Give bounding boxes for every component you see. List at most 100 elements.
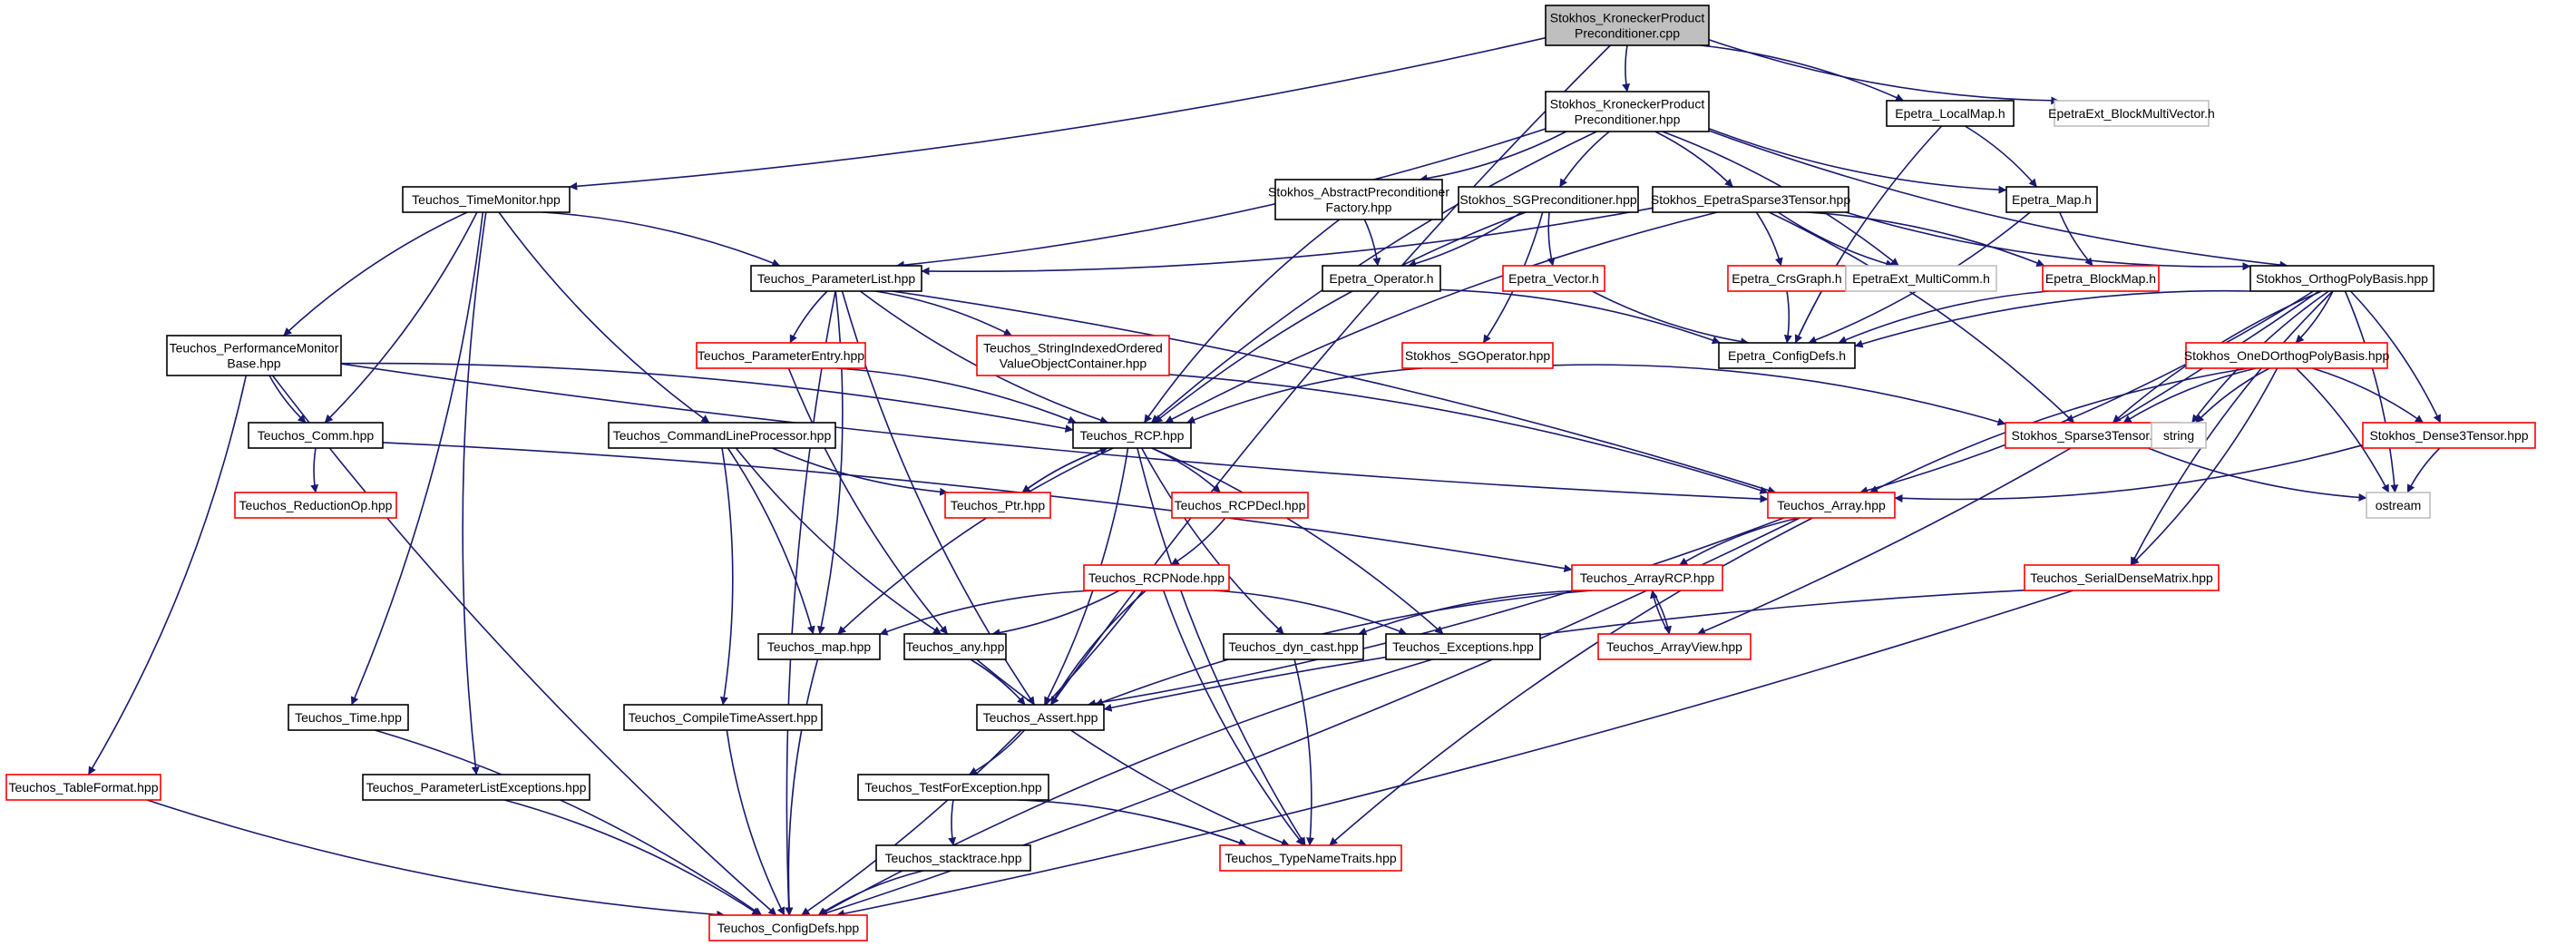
edge-testforexc-to-stacktrace: [948, 799, 957, 846]
node-box: [903, 633, 1007, 660]
edge-sparse3tensor-to-ostream: [2148, 447, 2367, 502]
node-arrayrcp[interactable]: Teuchos_ArrayRCP.hpp: [1571, 564, 1723, 591]
node-label: Epetra_LocalMap.h: [1895, 106, 2005, 121]
edge-tableformat-to-configdefs: [146, 799, 726, 919]
edge-epetra_vector-to-epetra_configdefs: [1591, 290, 1750, 346]
edge-perfmon-to-rcp: [340, 362, 1074, 433]
edge-abstract_factory-to-rcp: [1143, 219, 1341, 424]
edge-paramlist-to-paramentry: [789, 290, 828, 344]
node-dyncast[interactable]: Teuchos_dyn_cast.hpp: [1223, 633, 1364, 660]
node-epetraext_multicomm[interactable]: EpetraExt_MultiComm.h: [1845, 265, 1997, 292]
node-rcp[interactable]: Teuchos_RCP.hpp: [1072, 422, 1192, 449]
edge-epetra_sparse3-to-orthogpoly: [1845, 211, 2251, 271]
node-epetraext_bmv[interactable]: EpetraExt_BlockMultiVector.h: [2048, 100, 2215, 127]
node-label: Teuchos_TestForException.hpp: [864, 780, 1042, 795]
node-epetra_vector[interactable]: Epetra_Vector.h: [1502, 265, 1605, 292]
node-label: Epetra_Operator.h: [1329, 271, 1433, 286]
edge-epetra_crsgraph-to-epetra_configdefs: [1783, 290, 1792, 344]
node-orthogpoly[interactable]: Stokhos_OrthogPolyBasis.hpp: [2249, 265, 2435, 292]
node-any[interactable]: Teuchos_any.hpp: [903, 633, 1007, 660]
node-assert[interactable]: Teuchos_Assert.hpp: [976, 704, 1105, 731]
node-comm[interactable]: Teuchos_Comm.hpp: [248, 422, 384, 449]
node-rcpnode[interactable]: Teuchos_RCPNode.hpp: [1083, 564, 1230, 591]
edge-kpp_hpp-to-sgprecond: [1558, 131, 1610, 188]
node-serialdense[interactable]: Teuchos_SerialDenseMatrix.hpp: [2024, 564, 2220, 591]
edge-rcpnode-to-typenametraits: [1162, 590, 1304, 846]
node-ostream[interactable]: ostream: [2366, 492, 2431, 519]
node-label: Teuchos_ParameterListExceptions.hpp: [366, 780, 587, 795]
node-paramentry[interactable]: Teuchos_ParameterEntry.hpp: [696, 342, 866, 369]
node-stringindexed[interactable]: Teuchos_StringIndexedOrderedValueObjectC…: [976, 335, 1170, 376]
node-oned_orthog[interactable]: Stokhos_OneDOrthogPolyBasis.hpp: [2184, 342, 2390, 369]
node-stacktrace[interactable]: Teuchos_stacktrace.hpp: [875, 844, 1031, 872]
node-box: [944, 492, 1051, 519]
node-epetra_crsgraph[interactable]: Epetra_CrsGraph.h: [1727, 265, 1847, 292]
edge-perfmon-to-comm: [268, 375, 307, 424]
node-box: [1322, 265, 1441, 292]
node-paramlistexc[interactable]: Teuchos_ParameterListExceptions.hpp: [362, 774, 590, 801]
node-string[interactable]: string: [2151, 422, 2207, 449]
edge-kpp_hpp-to-rcp: [1150, 131, 1597, 424]
node-reductionop[interactable]: Teuchos_ReductionOp.hpp: [234, 492, 397, 519]
node-label: ValueObjectContainer.hpp: [1000, 356, 1147, 370]
node-box: [623, 704, 823, 731]
node-configdefs[interactable]: Teuchos_ConfigDefs.hpp: [708, 914, 868, 941]
node-label: Stokhos_Dense3Tensor.hpp: [2369, 428, 2528, 443]
node-paramlist[interactable]: Teuchos_ParameterList.hpp: [750, 265, 922, 292]
edge-timemonitor-to-comm: [324, 211, 478, 424]
node-label: Stokhos_KroneckerProduct: [1550, 10, 1705, 24]
node-testforexc[interactable]: Teuchos_TestForException.hpp: [857, 774, 1049, 801]
node-epetra_configdefs[interactable]: Epetra_ConfigDefs.h: [1718, 342, 1856, 369]
edge-kpp_hpp-to-epetra_sparse3: [1654, 131, 1733, 188]
node-kpp_hpp[interactable]: Stokhos_KroneckerProductPreconditioner.h…: [1545, 91, 1710, 132]
node-root[interactable]: Stokhos_KroneckerProductPreconditioner.c…: [1545, 5, 1710, 46]
node-epetra_blockmap[interactable]: Epetra_BlockMap.h: [2042, 265, 2160, 292]
node-epetra_localmap[interactable]: Epetra_LocalMap.h: [1886, 100, 2015, 127]
node-label: Stokhos_Sparse3Tensor.hpp: [2011, 428, 2173, 443]
node-exceptions[interactable]: Teuchos_Exceptions.hpp: [1385, 633, 1541, 660]
edge-rcpdecl-to-rcpnode: [1170, 517, 1226, 566]
edge-rcp-to-dyncast: [1140, 447, 1284, 635]
node-compiletime[interactable]: Teuchos_CompileTimeAssert.hpp: [623, 704, 823, 731]
edge-timemonitor-to-time: [350, 211, 484, 706]
node-ptr[interactable]: Teuchos_Ptr.hpp: [944, 492, 1051, 519]
node-box: [1652, 186, 1849, 213]
node-box: [402, 186, 571, 213]
node-typenametraits[interactable]: Teuchos_TypeNameTraits.hpp: [1219, 844, 1402, 872]
node-arrayview[interactable]: Teuchos_ArrayView.hpp: [1597, 633, 1751, 660]
node-cmdline[interactable]: Teuchos_CommandLineProcessor.hpp: [608, 422, 836, 449]
node-map[interactable]: Teuchos_map.hpp: [757, 633, 881, 660]
node-box: [2151, 422, 2207, 449]
edge-stacktrace-to-configdefs: [817, 870, 924, 916]
node-label: Teuchos_SerialDenseMatrix.hpp: [2030, 571, 2213, 585]
node-label: Epetra_Vector.h: [1508, 271, 1599, 286]
node-box: [2249, 265, 2435, 292]
node-box: [1385, 633, 1541, 660]
edge-rcpnode-to-assert: [1049, 590, 1147, 706]
node-timemonitor[interactable]: Teuchos_TimeMonitor.hpp: [402, 186, 571, 213]
node-box: [976, 335, 1170, 376]
edge-epetra_map-to-epetra_blockmap: [2058, 211, 2093, 267]
node-time[interactable]: Teuchos_Time.hpp: [288, 704, 409, 731]
node-rcpdecl[interactable]: Teuchos_RCPDecl.hpp: [1171, 492, 1309, 519]
node-abstract_factory[interactable]: Stokhos_AbstractPreconditionerFactory.hp…: [1268, 179, 1449, 220]
node-label: Teuchos_Assert.hpp: [983, 710, 1098, 725]
edge-paramlist-to-array: [892, 290, 1777, 494]
edge-rcp-to-ptr: [1021, 447, 1108, 493]
edge-sgprecond-to-epetra_vector: [1547, 211, 1556, 267]
node-box: [1718, 342, 1856, 369]
node-sgoperator[interactable]: Stokhos_SGOperator.hpp: [1401, 342, 1554, 369]
node-epetra_operator[interactable]: Epetra_Operator.h: [1322, 265, 1441, 292]
node-array[interactable]: Teuchos_Array.hpp: [1767, 492, 1896, 519]
node-label: Teuchos_TimeMonitor.hpp: [412, 192, 561, 207]
edge-comm-to-arrayrcp: [382, 442, 1573, 573]
node-dense3tensor[interactable]: Stokhos_Dense3Tensor.hpp: [2362, 422, 2536, 449]
node-box: [2005, 186, 2098, 213]
node-epetra_sparse3[interactable]: Stokhos_EpetraSparse3Tensor.hpp: [1651, 186, 1850, 213]
node-sgprecond[interactable]: Stokhos_SGPreconditioner.hpp: [1458, 186, 1639, 213]
node-label: Stokhos_OrthogPolyBasis.hpp: [2256, 271, 2428, 286]
node-epetra_map[interactable]: Epetra_Map.h: [2005, 186, 2098, 213]
node-tableformat[interactable]: Teuchos_TableFormat.hpp: [5, 774, 161, 801]
edge-epetra_sparse3-to-epetra_blockmap: [1807, 211, 2045, 268]
